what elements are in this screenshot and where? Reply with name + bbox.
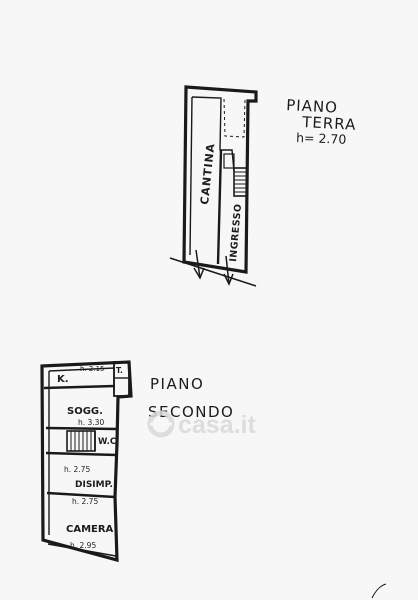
kitchen-height-label: h. 2.15 [80, 365, 104, 373]
second-floor-title-line1: PIANO [150, 375, 204, 393]
ground-floor-title-line2: TERRA [301, 113, 357, 134]
bedroom-label: CAMERA [66, 524, 114, 535]
second-floor-staircase [66, 430, 96, 452]
second-floor-plan: K. h. 2.15 T. SOGG. h. 3.30 W.C. h. 2.75… [40, 360, 233, 563]
wc-label: W.C. [98, 437, 119, 447]
ground-floor-staircase [223, 153, 248, 197]
hall-label: DISIMP. [75, 480, 113, 490]
ground-floor-inner-wall-left [189, 96, 193, 256]
living-partition [45, 426, 118, 431]
cellar-label: CANTINA [198, 142, 217, 205]
entrance-label: INGRESSO [228, 203, 244, 262]
kitchen-partition [43, 384, 116, 390]
ground-floor-door-arrows [169, 249, 257, 287]
toilet-box [113, 361, 130, 397]
watermark: casa.it [147, 410, 257, 439]
living-label: SOGG. [67, 406, 103, 417]
ground-floor-height-label: h= 2.70 [296, 130, 347, 147]
hall-partition [46, 491, 116, 499]
ground-floor-partition [216, 149, 223, 265]
watermark-text: casa.it [178, 411, 257, 439]
watermark-logo-icon [147, 410, 175, 438]
bedroom-height-label: h. 2.95 [70, 541, 96, 550]
ground-floor-plan: CANTINA INGRESSO PIANO TERRA h= 2.70 [169, 85, 357, 287]
corner-mark [371, 583, 387, 599]
hall-height-label: h. 2.75 [72, 497, 98, 506]
living-height-label: h. 3.30 [78, 418, 104, 427]
ground-floor-title-line1: PIANO [286, 96, 339, 117]
ground-floor-dashed-outline [223, 98, 246, 138]
landing-partition [45, 451, 118, 457]
kitchen-label: K. [57, 374, 69, 385]
landing-height-label: h. 2.75 [64, 465, 90, 474]
toilet-label: T. [116, 366, 123, 375]
